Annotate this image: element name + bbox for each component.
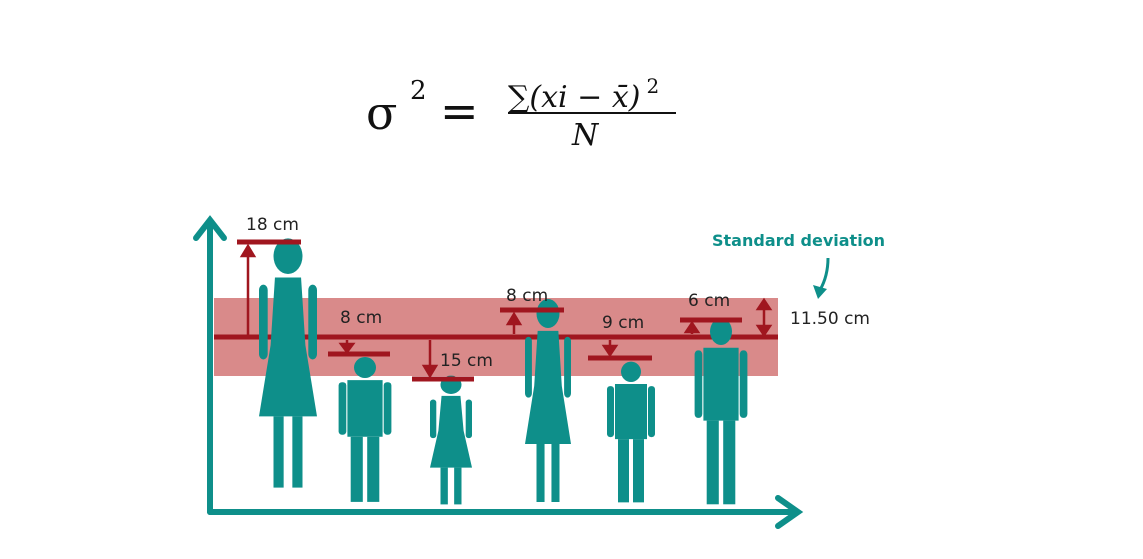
- formula-numerator-text: ∑(xi − x̄): [508, 80, 641, 115]
- sd-callout-title: Standard deviation: [712, 231, 885, 250]
- deviation-arrowhead-5: [601, 344, 619, 358]
- deviation-label-6: 6 cm: [688, 291, 730, 311]
- person-3-icon: [430, 375, 472, 505]
- deviation-label-2: 8 cm: [340, 308, 382, 328]
- deviation-arrowhead-1: [239, 243, 257, 258]
- x-axis-arrowhead: [775, 495, 804, 529]
- deviation-label-4: 8 cm: [506, 286, 548, 306]
- fraction-bar: [508, 112, 676, 114]
- formula-equals: =: [440, 84, 479, 138]
- person-2-icon: [338, 357, 392, 502]
- deviation-label-1: 18 cm: [246, 215, 299, 235]
- formula-numerator: ∑(xi − x̄)2: [508, 74, 659, 115]
- y-axis-arrowhead: [193, 215, 227, 241]
- formula-numerator-exponent: 2: [646, 74, 660, 98]
- deviation-arrows: [239, 243, 701, 379]
- deviation-bars: [237, 239, 742, 382]
- formula-sigma-exponent: 2: [410, 76, 427, 106]
- sd-bracket: [755, 297, 773, 338]
- deviation-arrowhead-2: [338, 342, 356, 355]
- sd-bracket-bottom-arrow: [755, 324, 773, 338]
- deviation-arrowhead-3: [421, 364, 439, 379]
- deviation-label-5: 9 cm: [602, 313, 644, 333]
- sd-bracket-top-arrow: [755, 297, 773, 311]
- deviation-arrowhead-6: [683, 320, 701, 334]
- deviation-arrowhead-4: [505, 311, 523, 326]
- person-1-icon: [259, 238, 317, 488]
- deviation-labels: 18 cm 8 cm 15 cm 8 cm 9 cm 6 cm: [246, 215, 730, 371]
- person-5-icon: [607, 361, 655, 503]
- formula-denominator: N: [572, 118, 599, 153]
- deviation-label-3: 15 cm: [440, 351, 493, 371]
- sd-value-label: 11.50 cm: [790, 309, 870, 329]
- callout-arrow: [813, 257, 830, 299]
- formula-sigma: σ: [366, 86, 398, 140]
- variance-formula: σ 2 = ∑(xi − x̄)2 N: [0, 0, 1143, 190]
